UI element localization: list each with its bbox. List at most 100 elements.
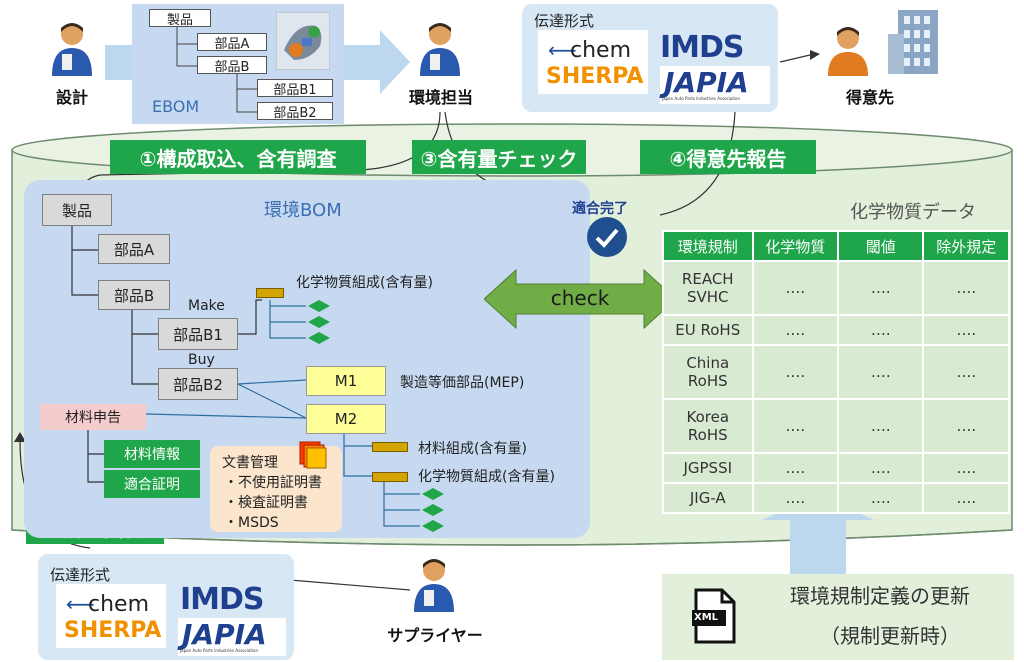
building-icon (888, 10, 938, 74)
table-cell: …. (751, 452, 840, 484)
check-label: check (550, 286, 610, 310)
buy-label: Buy (188, 352, 215, 368)
regulation-cell: Korea RoHS (662, 398, 754, 454)
chem-data-title: 化学物質データ (850, 202, 976, 223)
japia-sub-bottom: Japan Auto Parts Industries Association (180, 648, 259, 653)
table-cell: …. (836, 344, 925, 400)
table-cell: …. (922, 482, 1010, 514)
env-staff-person-icon (420, 23, 460, 76)
format-title-bottom: 伝達形式 (50, 566, 111, 584)
japia-sub-top: Japan Auto Parts Industries Association (662, 96, 741, 101)
table-row: REACH SVHC …. …. …. (662, 260, 1010, 316)
table-cell: …. (922, 260, 1010, 316)
regulation-cell: JIG-A (662, 482, 754, 514)
table-header: 除外規定 (922, 230, 1010, 262)
regulation-table: 環境規制 化学物質 閾値 除外規定 REACH SVHC …. …. …. EU… (662, 230, 1010, 514)
doc-item-2: ・検査証明書 (224, 495, 308, 511)
supplier-person-icon (414, 559, 454, 612)
customer-person-icon (828, 27, 868, 76)
step3-label: ③含有量チェック (412, 140, 586, 174)
chem-diamonds-1 (308, 300, 330, 344)
chem-comp-gold-bar (256, 288, 284, 298)
japia-logo-top: JAPIA Japan Auto Parts Industries Associ… (660, 66, 770, 104)
material-info-node[interactable]: 材料情報 (104, 440, 200, 468)
env-staff-label: 環境担当 (408, 88, 473, 107)
regulation-cell: China RoHS (662, 344, 754, 400)
table-row: China RoHS …. …. …. (662, 344, 1010, 400)
table-cell: …. (751, 344, 840, 400)
mep-label: 製造等価部品(MEP) (400, 375, 525, 391)
doc-management-title: 文書管理 (222, 455, 278, 471)
table-cell: …. (751, 260, 840, 316)
table-row: EU RoHS …. …. …. (662, 314, 1010, 346)
imds-logo-bottom: IMDS (180, 582, 265, 617)
imds-logo-top: IMDS (660, 30, 745, 65)
table-row: JGPSSI …. …. …. (662, 452, 1010, 484)
table-cell: …. (751, 398, 840, 454)
update-arrow (762, 495, 874, 575)
checkmark-badge-icon (587, 217, 627, 257)
chem-diamonds-2 (422, 488, 444, 532)
update-subtitle: （規制更新時） (820, 624, 960, 648)
chemsherpa-sherpa-text: SHERPA (64, 618, 162, 643)
bom-partB1-node[interactable]: 部品B1 (158, 318, 238, 350)
compliance-done-label: 適合完了 (572, 201, 628, 217)
chemsherpa-sherpa-text: SHERPA (546, 64, 644, 89)
material-comp-gold-bar (372, 442, 408, 452)
table-cell: …. (836, 482, 925, 514)
env-bom-tree-lines (71, 226, 420, 527)
table-header: 閾値 (836, 230, 925, 262)
table-cell: …. (836, 260, 925, 316)
format-title-top: 伝達形式 (534, 12, 595, 30)
xml-icon-label: XML (694, 612, 719, 623)
check-double-arrow (484, 268, 676, 330)
table-header: 化学物質 (751, 230, 840, 262)
table-header: 環境規制 (662, 230, 754, 262)
material-comp-label: 材料組成(含有量) (418, 441, 527, 457)
doc-item-3: ・MSDS (224, 515, 279, 531)
bom-partB2-node[interactable]: 部品B2 (158, 368, 238, 400)
m1-node[interactable]: M1 (306, 366, 386, 396)
regulation-cell: EU RoHS (662, 314, 754, 346)
ebom-item-product: 製品 (149, 9, 211, 28)
make-label: Make (188, 298, 225, 314)
env-bom-title: 環境BOM (264, 200, 342, 221)
ebom-item-partA: 部品A (197, 33, 267, 52)
ebom-tree-lines (176, 24, 257, 113)
material-decl-node[interactable]: 材料申告 (40, 404, 146, 430)
chem-comp2-label: 化学物質組成(含有量) (418, 469, 555, 485)
table-cell: …. (922, 314, 1010, 346)
table-cell: …. (922, 344, 1010, 400)
regulation-cell: JGPSSI (662, 452, 754, 484)
chemsherpa-chem-text: chem (88, 592, 150, 617)
regulation-cell: REACH SVHC (662, 260, 754, 316)
chemsherpa-chem-text: chem (570, 38, 632, 63)
table-cell: …. (751, 482, 840, 514)
ebom-title: EBOM (152, 97, 200, 116)
ebom-item-partB: 部品B (197, 56, 267, 75)
step1-label: ①構成取込、含有調査 (110, 140, 366, 174)
table-cell: …. (836, 314, 925, 346)
table-cell: …. (922, 398, 1010, 454)
bom-partB-node[interactable]: 部品B (98, 280, 170, 310)
step4-connector (659, 111, 736, 216)
chem-comp-label: 化学物質組成(含有量) (296, 275, 433, 291)
m2-node[interactable]: M2 (306, 404, 386, 434)
chem-comp2-gold-bar (372, 472, 408, 482)
doc-item-1: ・不使用証明書 (224, 475, 322, 491)
designer-label: 設計 (55, 88, 88, 107)
japia-text-bottom: JAPIA (182, 618, 267, 651)
japia-text-top: JAPIA (664, 66, 749, 99)
compliance-cert-node[interactable]: 適合証明 (104, 470, 200, 498)
bom-partA-node[interactable]: 部品A (98, 234, 170, 264)
japia-logo-bottom: JAPIA Japan Auto Parts Industries Associ… (178, 618, 286, 656)
table-row: Korea RoHS …. …. …. (662, 398, 1010, 454)
ebom-item-partB1: 部品B1 (257, 79, 333, 98)
chemsherpa-arrow-icon: ⟵ (66, 592, 95, 616)
documents-icon (299, 441, 327, 469)
table-cell: …. (751, 314, 840, 346)
table-row: JIG-A …. …. …. (662, 482, 1010, 514)
table-cell: …. (922, 452, 1010, 484)
bom-product-node[interactable]: 製品 (42, 194, 112, 226)
cad-model-icon (276, 12, 330, 70)
